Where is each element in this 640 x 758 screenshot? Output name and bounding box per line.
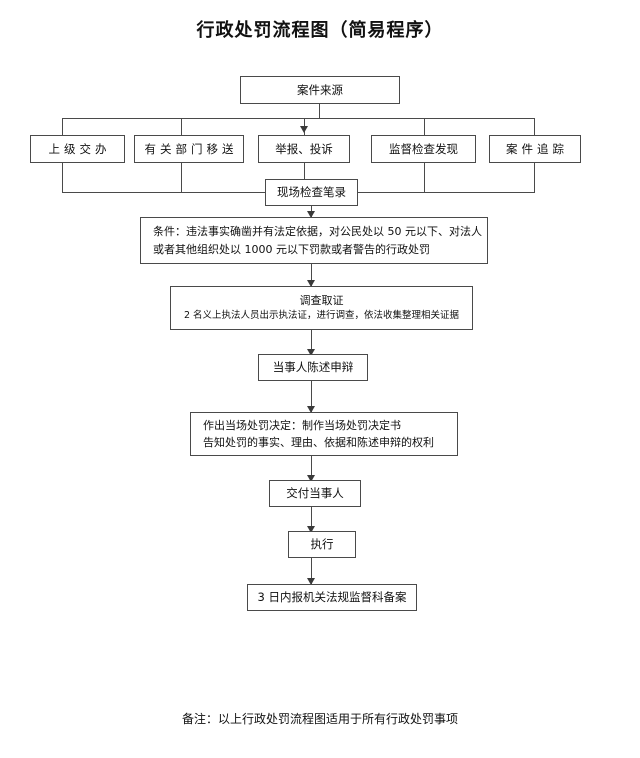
node-department-transfer[interactable]: 有关部门移送 (134, 135, 244, 163)
arrow-n5-to-n6 (306, 349, 315, 356)
node-supervision-discovery-label: 监督检查发现 (389, 141, 458, 156)
node-onsite-inspection-record[interactable]: 现场检查笔录 (265, 179, 358, 206)
arrow-n9-to-n10 (306, 578, 315, 585)
node-party-statement-defense[interactable]: 当事人陈述申辩 (258, 354, 368, 381)
arrow-n4-to-n5 (306, 280, 315, 287)
connector-split-bus (62, 118, 535, 119)
arrow-n3-to-n4 (306, 211, 315, 218)
node-party-statement-defense-label: 当事人陈述申辩 (272, 360, 354, 375)
connector-n2d-down (424, 163, 425, 192)
node-execute[interactable]: 执行 (288, 531, 356, 558)
node-superior-assignment[interactable]: 上级交办 (30, 135, 125, 163)
connector-bus-to-n2e (534, 118, 535, 135)
node-investigation-evidence-detail: 2 名义上执法人员出示执法证，进行调查，依法收集整理相关证据 (183, 310, 460, 322)
node-condition[interactable]: 条件：违法事实确凿并有法定依据，对公民处以 50 元以下、对法人 或者其他组织处… (140, 217, 488, 264)
node-file-record-3-days[interactable]: 3 日内报机关法规监督科备案 (247, 584, 417, 611)
connector-n1-stem (319, 104, 320, 118)
node-deliver-to-party[interactable]: 交付当事人 (269, 480, 361, 507)
node-report-complaint-label: 举报、投诉 (275, 141, 333, 156)
connector-n2b-down (181, 163, 182, 192)
node-condition-line2: 或者其他组织处以 1000 元以下罚款或者警告的行政处罚 (153, 242, 430, 256)
node-file-record-3-days-label: 3 日内报机关法规监督科备案 (257, 590, 407, 605)
node-case-tracking[interactable]: 案件追踪 (489, 135, 581, 163)
node-onsite-penalty-decision[interactable]: 作出当场处罚决定：制作当场处罚决定书 告知处罚的事实、理由、依据和陈述申辩的权利 (190, 412, 458, 456)
connector-bus-to-n2d (424, 118, 425, 135)
node-onsite-penalty-decision-line1: 作出当场处罚决定：制作当场处罚决定书 (203, 418, 401, 432)
node-condition-line1: 条件：违法事实确凿并有法定依据，对公民处以 50 元以下、对法人 (153, 225, 482, 239)
connector-n2e-down (534, 163, 535, 192)
connector-n2c-down (304, 163, 305, 179)
node-onsite-inspection-record-label: 现场检查笔录 (277, 185, 346, 200)
node-deliver-to-party-label: 交付当事人 (286, 486, 344, 501)
node-superior-assignment-label: 上级交办 (48, 141, 111, 156)
node-case-tracking-label: 案件追踪 (506, 141, 568, 156)
arrow-n7-to-n8 (306, 475, 315, 482)
connector-n8-to-n9 (311, 507, 312, 531)
connector-n2a-down (62, 163, 63, 192)
footnote: 备注：以上行政处罚流程图适用于所有行政处罚事项 (181, 712, 458, 726)
node-investigation-evidence-title: 调查取证 (299, 294, 344, 308)
node-case-source-label: 案件来源 (297, 82, 343, 97)
node-supervision-discovery[interactable]: 监督检查发现 (371, 135, 476, 163)
node-execute-label: 执行 (310, 537, 334, 552)
connector-bus-to-n2a (62, 118, 63, 135)
arrow-n6-to-n7 (306, 406, 315, 413)
node-department-transfer-label: 有关部门移送 (144, 141, 238, 156)
connector-bus-to-n2b (181, 118, 182, 135)
connector-merge-bus-left (62, 192, 266, 193)
page-title: 行政处罚流程图（简易程序） (196, 20, 444, 41)
arrow-n8-to-n9 (306, 526, 315, 533)
connector-n7-to-n8 (311, 456, 312, 480)
connector-n4-to-n5 (311, 264, 312, 286)
node-report-complaint[interactable]: 举报、投诉 (258, 135, 350, 163)
connector-n5-to-n6 (311, 330, 312, 354)
connector-n6-to-n7 (311, 381, 312, 412)
node-investigation-evidence[interactable]: 调查取证 2 名义上执法人员出示执法证，进行调查，依法收集整理相关证据 (170, 286, 473, 330)
node-onsite-penalty-decision-line2: 告知处罚的事实、理由、依据和陈述申辩的权利 (203, 436, 434, 449)
connector-merge-bus-right (357, 192, 535, 193)
connector-n9-to-n10 (311, 558, 312, 584)
node-case-source[interactable]: 案件来源 (240, 76, 400, 104)
arrow-bus-to-n2c (299, 126, 308, 133)
